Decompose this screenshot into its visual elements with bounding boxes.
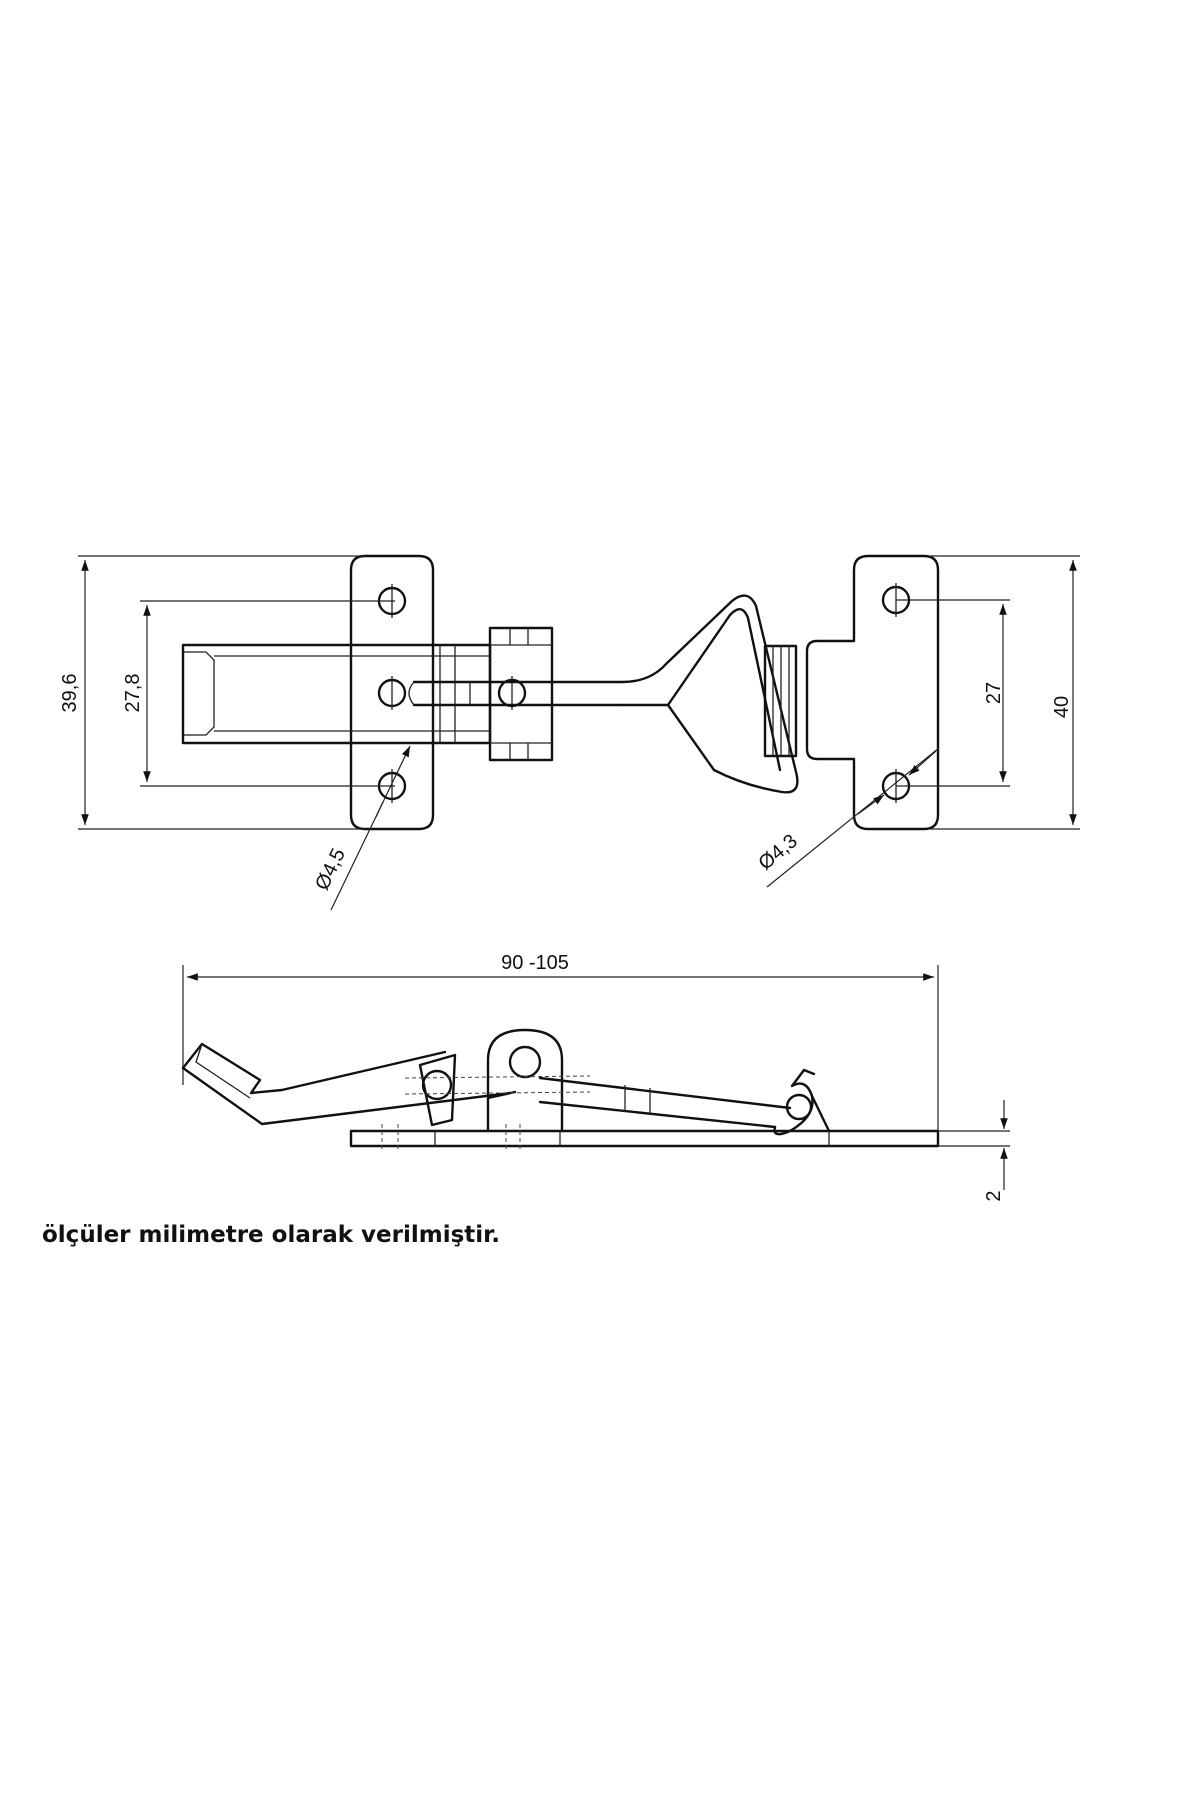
lever-body [181, 643, 492, 745]
units-caption: ölçüler milimetre olarak verilmiştir. [42, 1222, 500, 1248]
threaded-rod [408, 680, 624, 707]
hinge-block [488, 626, 554, 762]
dim-left-height: 39,6 [59, 674, 81, 713]
dim-left-hole-diameter: Ø4,5 [311, 845, 350, 894]
dim-base-thickness: 2 [983, 1190, 1005, 1201]
side-view: 90 -105 [181, 952, 1010, 1202]
side-catch-hook [773, 1068, 831, 1136]
dim-right-hole-diameter: Ø4,3 [754, 830, 801, 875]
side-lever [181, 1042, 591, 1127]
top-view: 39,6 27,8 Ø4,5 27 40 Ø4,3 [59, 554, 1080, 911]
left-mounting-plate [349, 554, 435, 831]
right-catch-plate [805, 554, 940, 831]
dim-overall-length: 90 -105 [501, 952, 569, 974]
base-plates [349, 1124, 940, 1152]
dim-left-hole-spacing: 27,8 [122, 674, 144, 713]
side-rod [538, 1076, 792, 1129]
dim-right-height: 40 [1051, 696, 1073, 718]
dim-right-hole-spacing: 27 [983, 682, 1005, 704]
wire-hook [620, 594, 799, 794]
